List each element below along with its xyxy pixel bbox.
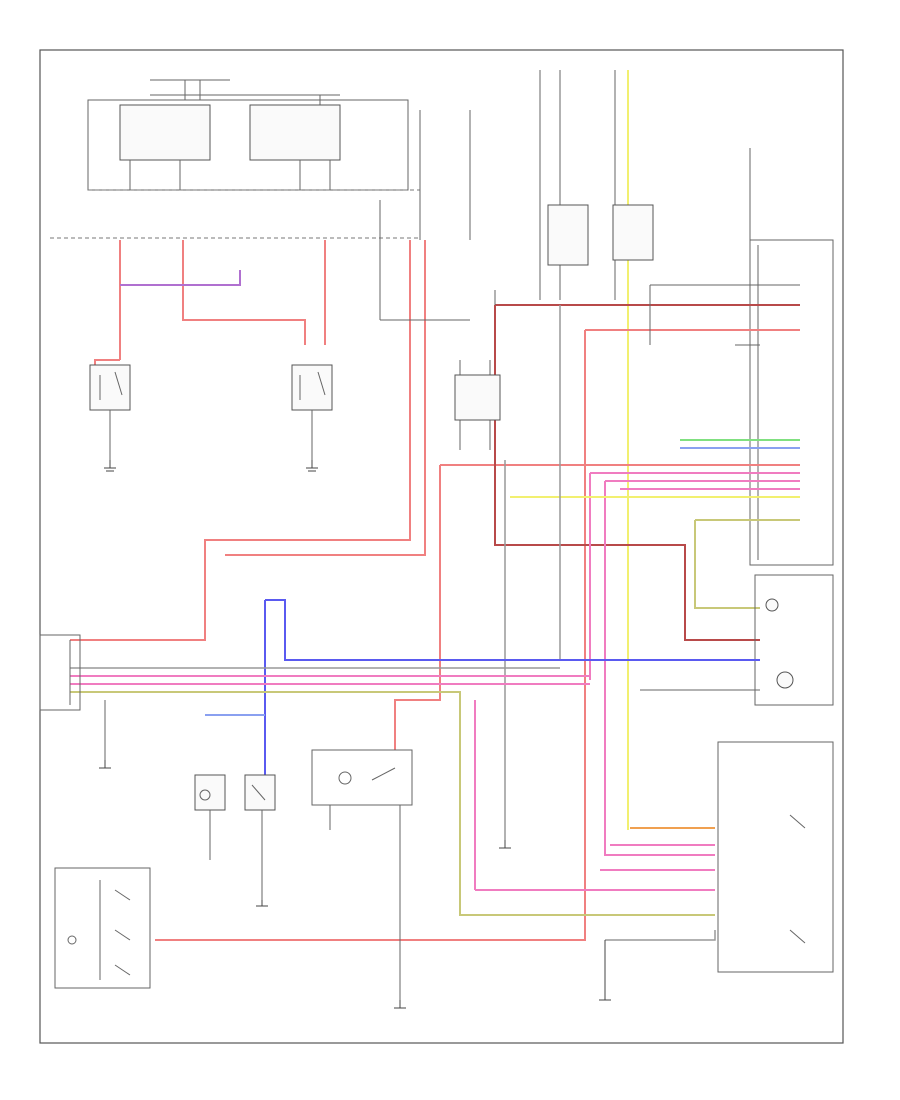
relay-feed-dark-red xyxy=(494,304,800,641)
middle-harness xyxy=(70,599,760,916)
ground-points xyxy=(99,760,611,1009)
left-front-module xyxy=(39,634,106,760)
feed-wire-left xyxy=(94,240,121,385)
left-headlight-relay xyxy=(89,364,131,460)
right-headlight-relay xyxy=(291,364,333,460)
center-relay xyxy=(379,200,501,450)
body-control-module xyxy=(749,239,834,566)
hot-at-all-times-bus xyxy=(50,79,420,239)
misc-connections xyxy=(494,284,800,346)
feed-wire-upper xyxy=(70,240,411,641)
feed-wire-long xyxy=(155,329,800,941)
fuse-block xyxy=(119,104,471,240)
blue-pink-wire xyxy=(120,270,241,286)
left-front-switch xyxy=(54,867,151,989)
feed-wire-center xyxy=(182,240,306,345)
right-harness-wires xyxy=(504,305,800,856)
ignition-fuses xyxy=(539,70,751,830)
feed-wire-mid xyxy=(394,464,800,750)
combination-switch xyxy=(640,574,834,706)
lower-relays xyxy=(194,774,276,900)
daytime-running-light-relay xyxy=(311,749,413,1000)
diagram-frame xyxy=(39,49,844,1044)
ground-left-headlight xyxy=(104,460,116,472)
feed-wire-upper-2 xyxy=(225,240,426,556)
instrument-cluster xyxy=(474,700,834,973)
ground-right-headlight xyxy=(306,460,318,472)
